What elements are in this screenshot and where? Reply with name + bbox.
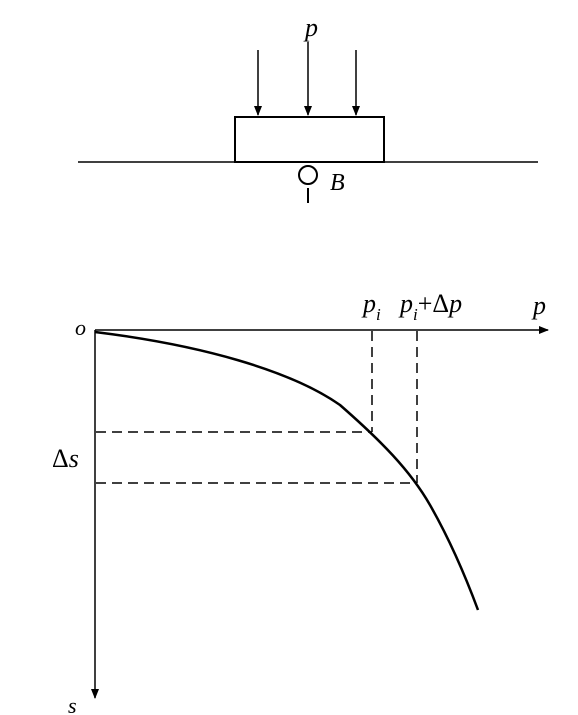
delta-s-label: Δs [52, 444, 79, 473]
y-axis-label: s [68, 693, 77, 715]
load-settlement-curve [94, 330, 480, 611]
load-label: p [303, 13, 318, 42]
load-plate [234, 116, 385, 163]
point-b-marker [298, 165, 318, 185]
plate-load-schematic: p B [78, 13, 538, 203]
load-settlement-graph: o p s pi pi+Δp Δs [52, 289, 549, 715]
origin-label: o [75, 315, 86, 340]
pi-label: pi [361, 289, 381, 324]
point-b-label: B [330, 170, 345, 196]
pi-plus-dp-label: pi+Δp [398, 289, 462, 324]
x-axis-label: p [531, 291, 546, 320]
